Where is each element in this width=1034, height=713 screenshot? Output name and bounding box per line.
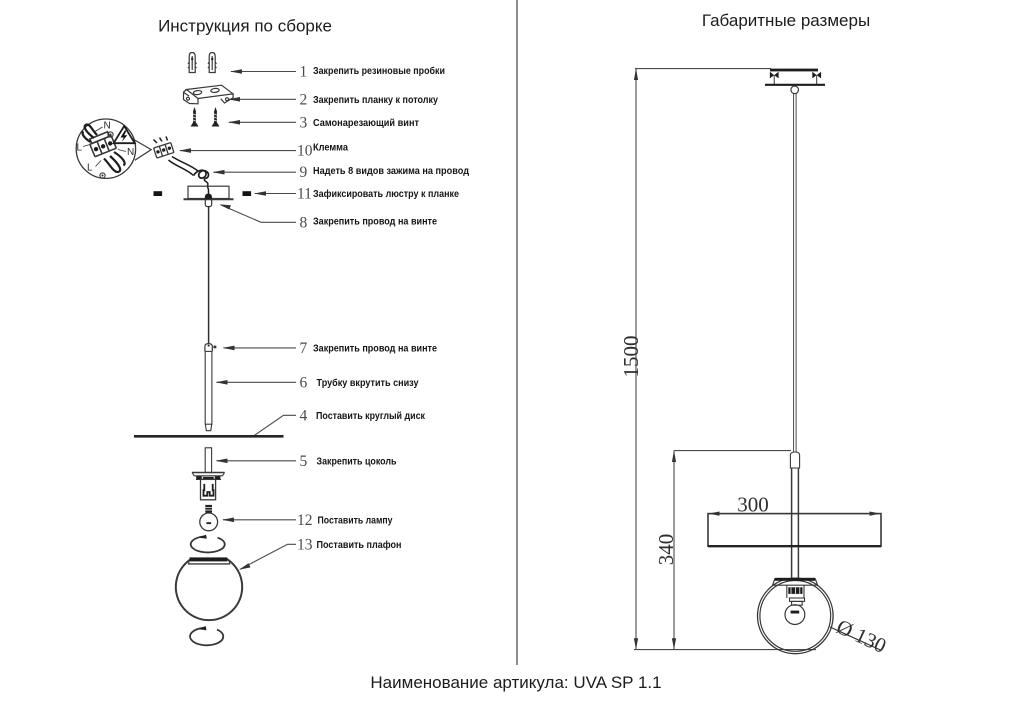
svg-text:1500: 1500 <box>619 336 643 378</box>
svg-text:Закрепить цоколь: Закрепить цоколь <box>317 456 397 467</box>
svg-text:Закрепить планку к потолку: Закрепить планку к потолку <box>313 95 438 106</box>
svg-text:L: L <box>77 142 83 153</box>
svg-text:12: 12 <box>297 512 313 529</box>
svg-text:Трубку вкрутить снизу: Трубку вкрутить снизу <box>317 377 419 389</box>
svg-text:Закрепить провод на винте: Закрепить провод на винте <box>313 217 437 228</box>
svg-text:Поставить круглый диск: Поставить круглый диск <box>316 411 426 422</box>
svg-text:4: 4 <box>300 407 308 424</box>
svg-text:1: 1 <box>300 64 308 81</box>
svg-text:Зафиксировать люстру к планке: Зафиксировать люстру к планке <box>313 188 459 200</box>
svg-text:L: L <box>87 163 93 174</box>
svg-text:2: 2 <box>300 91 308 108</box>
svg-text:N: N <box>104 121 111 132</box>
svg-text:11: 11 <box>297 186 312 203</box>
svg-text:13: 13 <box>297 536 313 553</box>
svg-text:10: 10 <box>297 143 313 160</box>
svg-text:300: 300 <box>737 493 769 517</box>
svg-text:9: 9 <box>300 164 308 181</box>
svg-text:Габаритные размеры: Габаритные размеры <box>702 11 870 30</box>
svg-text:Надеть 8 видов зажима на прово: Надеть 8 видов зажима на провод <box>313 166 470 177</box>
svg-text:340: 340 <box>654 534 678 566</box>
svg-text:Наименование артикула: UVA SP: Наименование артикула: UVA SP 1.1 <box>370 673 661 692</box>
svg-text:Закрепить резиновые пробки: Закрепить резиновые пробки <box>313 65 445 77</box>
svg-text:7: 7 <box>300 340 308 357</box>
svg-text:Самонарезающий винт: Самонарезающий винт <box>313 118 419 129</box>
svg-text:3: 3 <box>300 114 308 131</box>
svg-text:8: 8 <box>300 214 308 231</box>
svg-text:Поставить лампу: Поставить лампу <box>318 515 393 526</box>
svg-text:Инструкция по сборке: Инструкция по сборке <box>158 17 332 36</box>
svg-text:Клемма: Клемма <box>313 143 348 154</box>
svg-text:5: 5 <box>300 453 308 470</box>
svg-text:Поставить плафон: Поставить плафон <box>317 539 402 551</box>
svg-text:6: 6 <box>300 374 308 391</box>
svg-text:N: N <box>127 147 134 158</box>
svg-text:Закрепить провод на винте: Закрепить провод на винте <box>313 343 437 354</box>
